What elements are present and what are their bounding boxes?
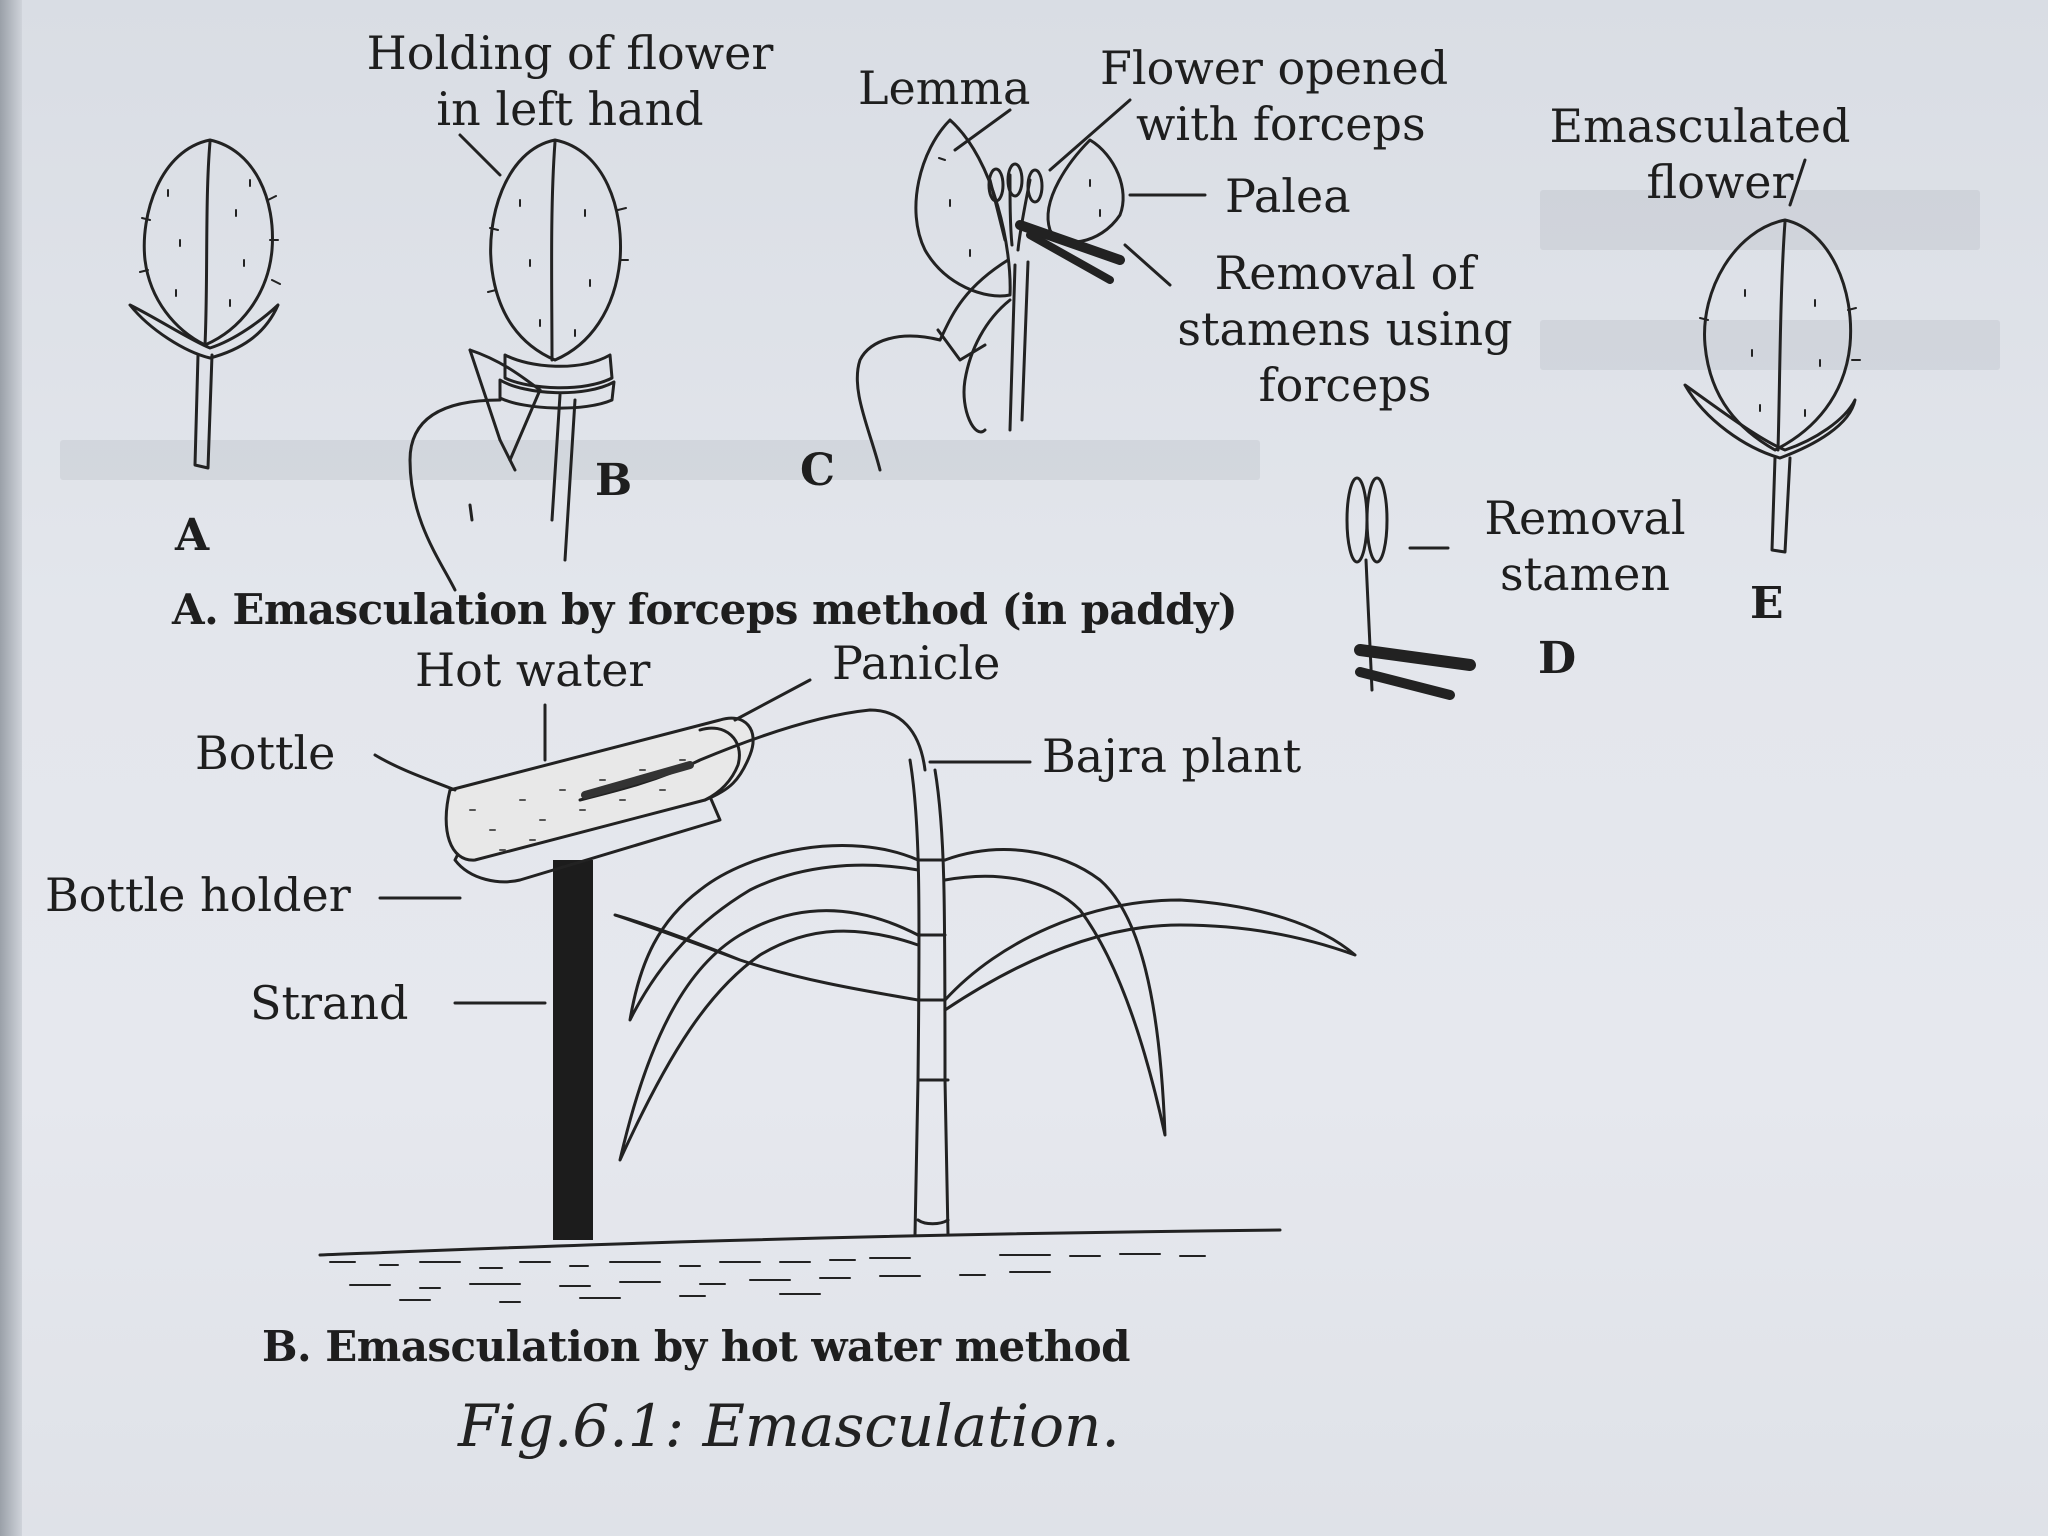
- emasculated-leader-line: [1788, 158, 1807, 207]
- label-panicle: Panicle: [832, 636, 1001, 690]
- bleed-through-text: [60, 440, 1260, 480]
- label-emasculated-flower: Emasculated flower: [1520, 98, 1880, 210]
- figure-letter-e: E: [1750, 578, 1784, 629]
- label-removal-stamen: Removal stamen: [1440, 490, 1730, 602]
- label-removal-stamen-line1: Removal: [1484, 491, 1686, 545]
- label-emasc-line1: Emasculated: [1549, 99, 1851, 153]
- label-removal-line3: forceps: [1258, 358, 1432, 412]
- figure-letter-c: C: [800, 445, 836, 496]
- label-opened-line2: with forceps: [1136, 97, 1426, 151]
- label-emasc-line2: flower: [1646, 155, 1794, 209]
- bleed-through-text: [1540, 320, 2000, 370]
- label-removal-line2: stamens using: [1177, 302, 1513, 356]
- bleed-through-text: [1540, 190, 1980, 250]
- label-hot-water: Hot water: [415, 643, 651, 697]
- label-holding-line2: in left hand: [436, 82, 704, 136]
- label-lemma: Lemma: [858, 61, 1031, 115]
- figure-letter-d: D: [1538, 633, 1577, 684]
- label-opened-line1: Flower opened: [1100, 41, 1449, 95]
- opened-leader-line: [1048, 98, 1132, 172]
- label-removal-line1: Removal of: [1214, 246, 1476, 300]
- holding-leader-line: [458, 133, 502, 177]
- label-bottle-holder: Bottle holder: [45, 868, 351, 922]
- label-palea: Palea: [1225, 169, 1351, 223]
- spikelet-b-drawing: [408, 138, 629, 592]
- caption-forceps-method: A. Emasculation by forceps method (in pa…: [172, 585, 1238, 634]
- figure-caption: Fig.6.1: Emasculation.: [458, 1392, 1120, 1460]
- label-bottle: Bottle: [195, 726, 336, 780]
- hot-water-apparatus-drawing: [318, 678, 1357, 1303]
- figure-letter-a: A: [175, 510, 210, 561]
- label-holding-line1: Holding of flower: [366, 26, 774, 80]
- label-removal-of-stamens: Removal of stamens using forceps: [1150, 245, 1540, 413]
- caption-hot-water-method: B. Emasculation by hot water method: [262, 1322, 1131, 1371]
- spikelet-a-drawing: [128, 138, 281, 470]
- label-bajra-plant: Bajra plant: [1042, 729, 1302, 783]
- strand-post: [553, 860, 593, 1240]
- stamen-d-drawing: [1345, 476, 1476, 700]
- page-edge: [0, 0, 22, 1536]
- removal-leader-line: [1123, 243, 1172, 287]
- label-strand: Strand: [250, 976, 409, 1030]
- spikelet-c-drawing: [855, 118, 1125, 472]
- lemma-leader-line: [953, 108, 1012, 152]
- label-removal-stamen-line2: stamen: [1500, 547, 1670, 601]
- figure-letter-b: B: [595, 455, 633, 506]
- label-holding-flower: Holding of flower in left hand: [335, 25, 805, 137]
- label-flower-opened: Flower opened with forceps: [1100, 40, 1448, 152]
- spikelet-e-drawing: [1683, 218, 1861, 554]
